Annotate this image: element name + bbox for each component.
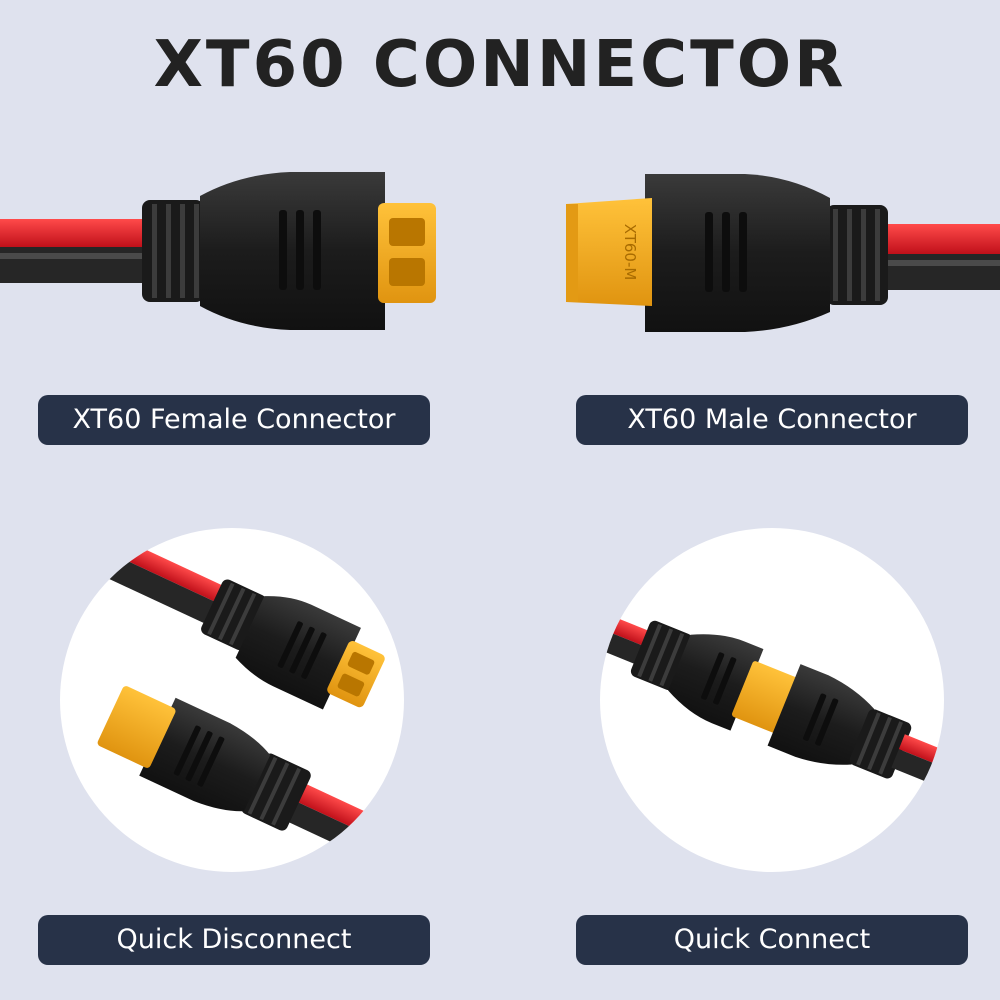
quick-connect-illustration [600, 603, 944, 802]
male-housing-marking: XT60-M [621, 224, 639, 281]
female-grip-ridges [279, 210, 321, 290]
male-cable [868, 224, 1000, 290]
female-plug-tip [378, 203, 436, 303]
female-housing [200, 172, 385, 330]
female-connector-label: XT60 Female Connector [38, 395, 430, 445]
male-plug-tip: XT60-M [566, 198, 652, 306]
female-connector [0, 172, 436, 330]
quick-connect-label: Quick Connect [576, 915, 968, 965]
female-strain-relief [142, 200, 204, 302]
quick-disconnect-label: Quick Disconnect [38, 915, 430, 965]
page-title: XT60 CONNECTOR [153, 28, 847, 102]
male-connector: XT60-M [566, 174, 1000, 332]
female-cable [0, 219, 160, 283]
male-strain-relief [826, 205, 888, 305]
male-connector-label: XT60 Male Connector [576, 395, 968, 445]
male-housing [645, 174, 830, 332]
male-grip-ridges [705, 212, 747, 292]
